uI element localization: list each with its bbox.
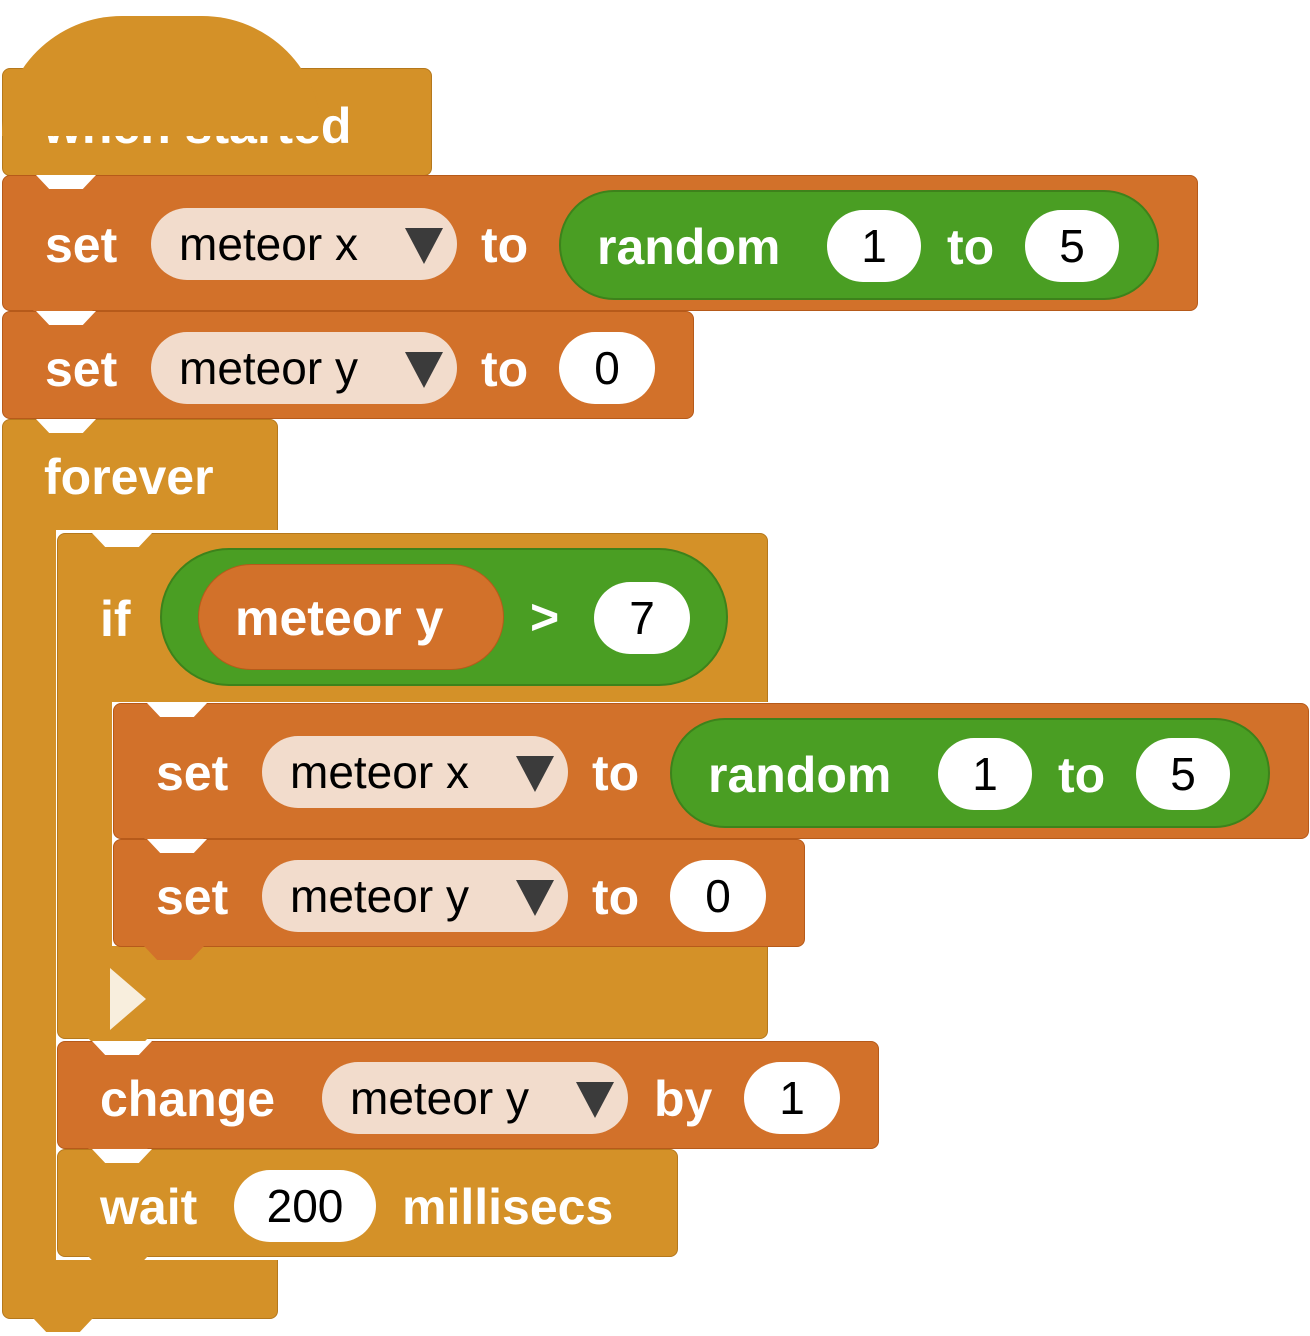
expand-arrow-icon[interactable] [110, 968, 146, 1030]
forever-label: forever [44, 449, 214, 505]
dropdown-arrow-icon[interactable] [516, 756, 554, 792]
variable-reporter-label: meteor y [235, 590, 444, 646]
greater-than-operator: > [530, 589, 560, 645]
set-label: set [156, 869, 229, 925]
block-notch [92, 1041, 152, 1055]
random-to-label: to [947, 219, 995, 275]
random-min-input[interactable]: 1 [938, 738, 1032, 810]
change-label: change [100, 1071, 276, 1127]
if-label: if [100, 591, 131, 647]
dropdown-arrow-icon[interactable] [405, 228, 443, 264]
wait-block[interactable]: wait 200 millisecs [57, 1149, 678, 1257]
millisecs-label: millisecs [402, 1179, 614, 1235]
variable-dropdown[interactable]: meteor y [262, 860, 568, 932]
block-notch [36, 175, 96, 189]
comparison-block[interactable]: meteor y > 7 [160, 548, 728, 686]
to-label: to [592, 745, 640, 801]
random-label: random [708, 747, 892, 803]
random-min-input[interactable]: 1 [827, 210, 921, 282]
to-label: to [481, 217, 529, 273]
random-block[interactable]: random 1 to 5 [559, 190, 1159, 300]
block-notch [147, 839, 207, 853]
random-block[interactable]: random 1 to 5 [670, 718, 1270, 828]
value-input[interactable]: 0 [559, 332, 655, 404]
set-label: set [156, 745, 229, 801]
value-input[interactable]: 1 [744, 1062, 840, 1134]
wait-duration-input[interactable]: 200 [234, 1170, 376, 1242]
compare-value-input[interactable]: 7 [594, 582, 690, 654]
dropdown-arrow-icon[interactable] [576, 1082, 614, 1118]
variable-reporter[interactable]: meteor y [198, 564, 504, 670]
random-max-input[interactable]: 5 [1025, 210, 1119, 282]
variable-dropdown[interactable]: meteor y [151, 332, 457, 404]
random-label: random [597, 219, 781, 275]
variable-name: meteor x [290, 746, 469, 798]
set-block[interactable]: set meteor x to random 1 to 5 [2, 175, 1198, 311]
wait-label: wait [100, 1179, 198, 1235]
random-to-label: to [1058, 747, 1106, 803]
block-notch [36, 311, 96, 325]
change-block[interactable]: change meteor y by 1 [57, 1041, 879, 1149]
block-tab [88, 1256, 148, 1270]
block-tab [144, 946, 204, 960]
to-label: to [592, 869, 640, 925]
set-block[interactable]: set meteor x to random 1 to 5 [113, 703, 1309, 839]
set-label: set [45, 217, 118, 273]
block-notch [92, 533, 152, 547]
set-label: set [45, 341, 118, 397]
by-label: by [654, 1071, 713, 1127]
hat-cap [2, 16, 322, 136]
variable-dropdown[interactable]: meteor y [322, 1062, 628, 1134]
random-max-input[interactable]: 5 [1136, 738, 1230, 810]
block-notch [147, 703, 207, 717]
dropdown-arrow-icon[interactable] [516, 880, 554, 916]
set-block[interactable]: set meteor y to 0 [113, 839, 805, 947]
to-label: to [481, 341, 529, 397]
variable-dropdown[interactable]: meteor x [262, 736, 568, 808]
set-block[interactable]: set meteor y to 0 [2, 311, 694, 419]
variable-name: meteor x [179, 218, 358, 270]
variable-name: meteor y [350, 1072, 529, 1124]
variable-name: meteor y [290, 870, 469, 922]
block-notch [36, 419, 96, 433]
variable-dropdown[interactable]: meteor x [151, 208, 457, 280]
dropdown-arrow-icon[interactable] [405, 352, 443, 388]
block-notch [92, 1149, 152, 1163]
block-tab [33, 1318, 93, 1332]
value-input[interactable]: 0 [670, 860, 766, 932]
variable-name: meteor y [179, 342, 358, 394]
